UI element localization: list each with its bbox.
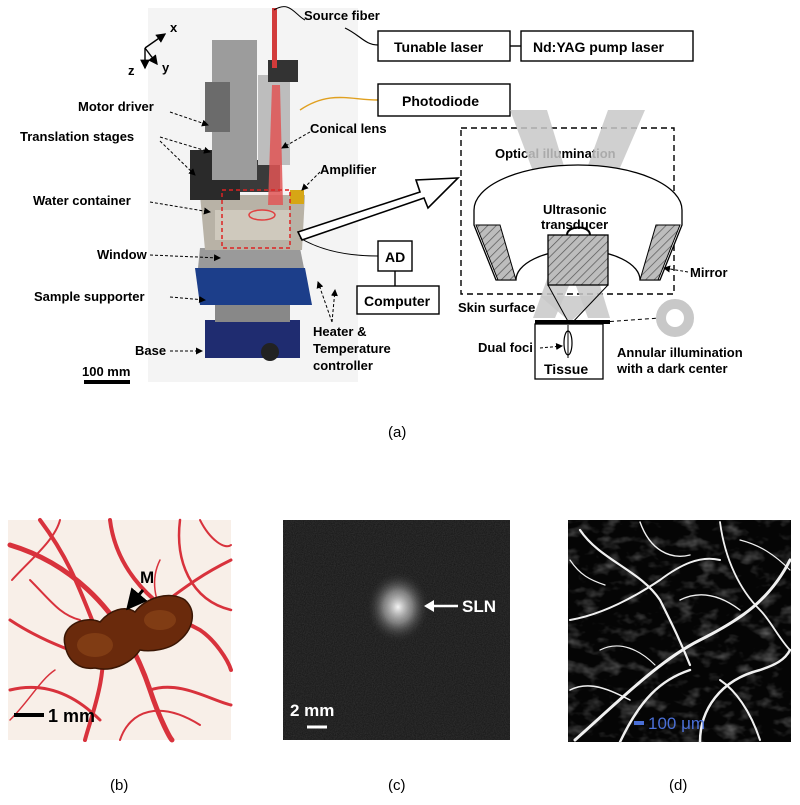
panel-c: SLN 2 mm (c) <box>283 520 510 794</box>
caption-a: (a) <box>388 424 406 441</box>
tunable-laser-label: Tunable laser <box>394 39 484 55</box>
panel-a: x z y Motor driver Translation stages Wa… <box>20 6 743 441</box>
photodiode-box <box>377 83 511 117</box>
label-water-container: Water container <box>33 193 131 208</box>
caption-d: (d) <box>669 777 687 794</box>
mark-m: M <box>140 568 154 587</box>
scale-label-b: 1 mm <box>48 706 95 726</box>
label-heater-3: controller <box>313 358 373 373</box>
label-heater-1: Heater & <box>313 324 366 339</box>
label-conical-lens: Conical lens <box>310 121 387 136</box>
label-source-fiber: Source fiber <box>304 8 380 23</box>
scale-label-c: 2 mm <box>290 701 334 720</box>
computer-box <box>356 285 440 315</box>
axis-z-label: z <box>128 63 135 78</box>
pump-laser-box <box>520 30 694 62</box>
panel-b: M 1 mm (b) <box>7 518 233 794</box>
axis-y-label: y <box>162 60 170 75</box>
axis-indicator: x z y <box>128 20 178 78</box>
label-transducer-2: transducer <box>541 217 608 232</box>
ultrasonic-transducer <box>547 234 609 286</box>
photodiode-label: Photodiode <box>402 93 479 109</box>
label-skin-surface: Skin surface <box>458 300 535 315</box>
label-sample-supporter: Sample supporter <box>34 289 145 304</box>
pump-laser-label: Nd:YAG pump laser <box>533 39 665 55</box>
label-transducer-1: Ultrasonic <box>543 202 607 217</box>
label-annular-1: Annular illumination <box>617 345 743 360</box>
panel-d: 100 μm (d) <box>568 520 792 794</box>
caption-b: (b) <box>110 777 128 794</box>
tissue-box <box>534 323 604 380</box>
label-amplifier: Amplifier <box>320 162 376 177</box>
label-mirror: Mirror <box>690 265 728 280</box>
scale-label-a: 100 mm <box>82 364 130 379</box>
zoom-arrow <box>296 177 461 241</box>
caption-c: (c) <box>388 777 406 794</box>
label-annular-2: with a dark center <box>616 361 728 376</box>
label-motor-driver: Motor driver <box>78 99 154 114</box>
annular-ring <box>656 299 694 337</box>
ad-label: AD <box>385 249 405 265</box>
scale-label-d: 100 μm <box>648 714 705 733</box>
label-dual-foci: Dual foci <box>478 340 533 355</box>
label-window: Window <box>97 247 148 262</box>
computer-label: Computer <box>364 293 431 309</box>
ad-box <box>377 240 413 272</box>
tissue-label: Tissue <box>544 361 588 377</box>
mark-sln: SLN <box>462 597 496 616</box>
label-translation-stages: Translation stages <box>20 129 134 144</box>
label-heater-2: Temperature <box>313 341 391 356</box>
sln-signal <box>366 571 430 643</box>
label-base: Base <box>135 343 166 358</box>
axis-x-label: x <box>170 20 178 35</box>
apparatus-illustration <box>190 8 312 361</box>
